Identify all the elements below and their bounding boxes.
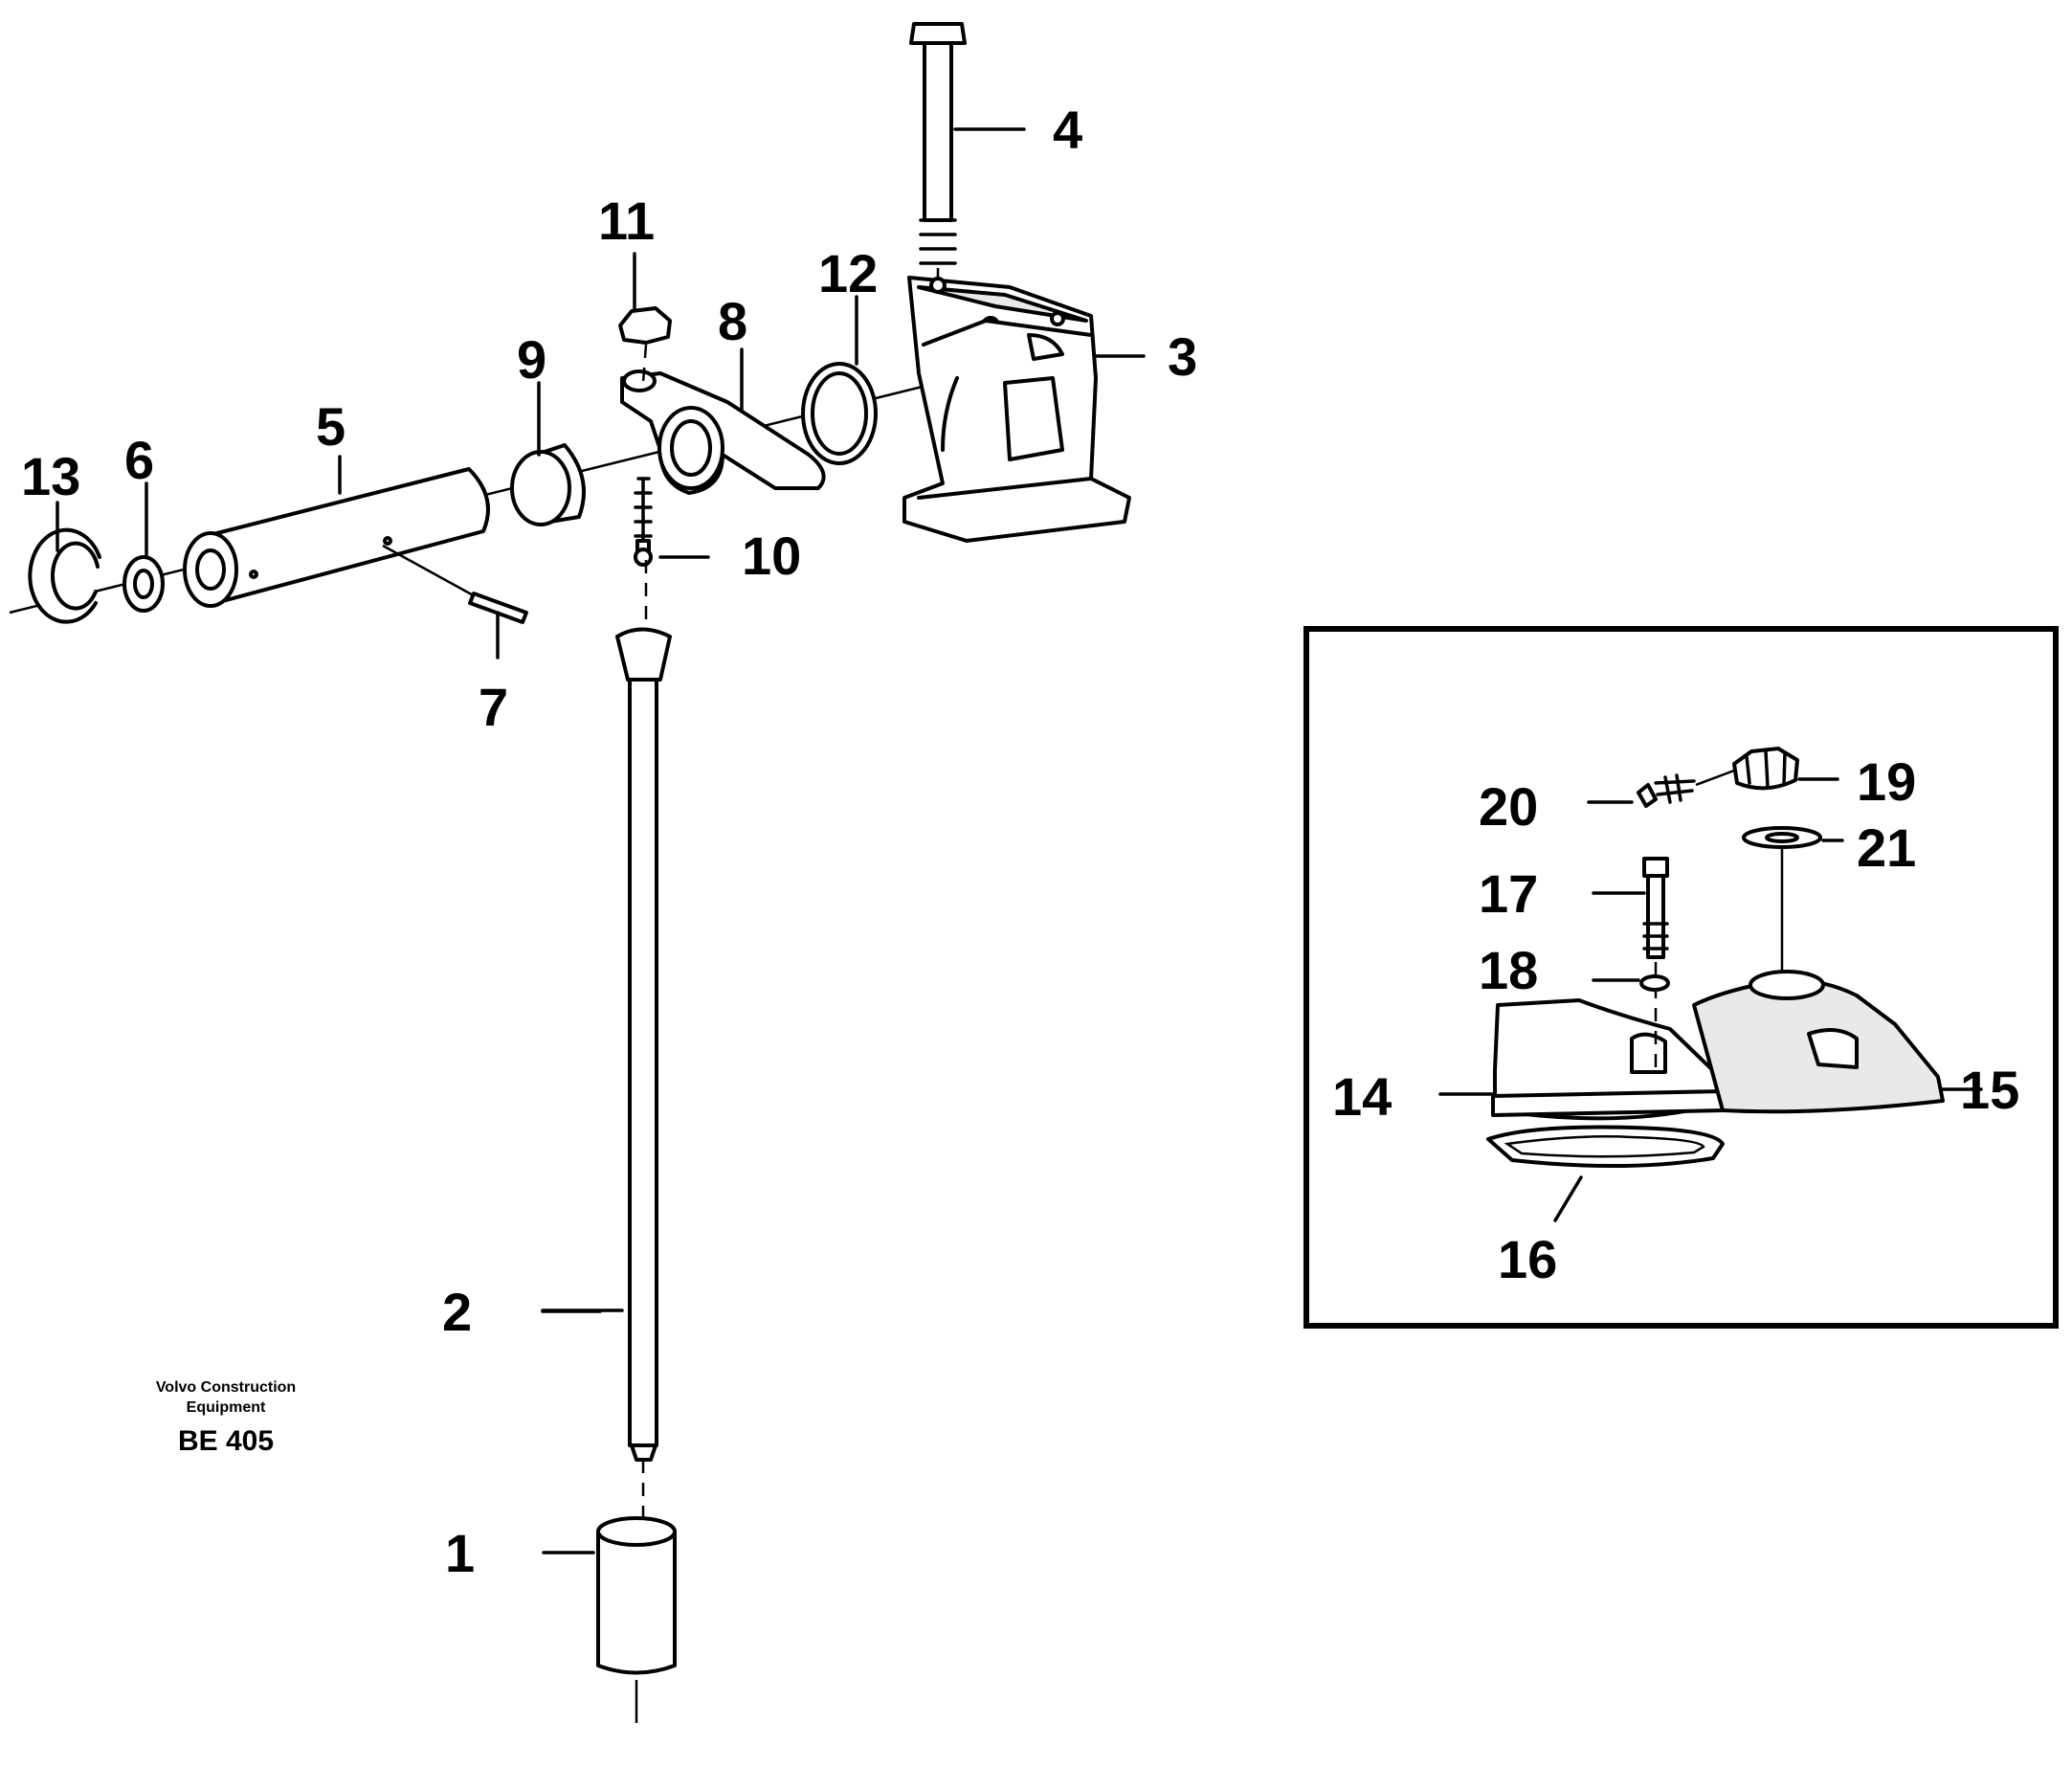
callout-5: 5	[316, 396, 345, 457]
pin-7	[382, 544, 528, 624]
circlip-13	[28, 527, 101, 624]
callout-8: 8	[718, 291, 747, 351]
washer-18	[1639, 974, 1670, 992]
adjusting-screw-10	[634, 344, 653, 567]
nut-11	[618, 306, 672, 345]
rocker-bracket-3	[902, 276, 1131, 543]
callout-19: 19	[1857, 751, 1916, 812]
callout-17: 17	[1479, 863, 1538, 924]
callout-numbers: 1 2 3 4 5 6 7 8 9 10 11 12 13 14 15 16 1…	[21, 100, 2019, 1583]
callout-7: 7	[479, 677, 508, 737]
callout-14: 14	[1332, 1066, 1392, 1127]
cover-14	[1491, 998, 1727, 1121]
credit-company-line2: Equipment	[187, 1399, 266, 1416]
washer-6	[123, 555, 165, 613]
callout-6: 6	[124, 430, 154, 490]
drawing-code: BE 405	[178, 1425, 274, 1457]
tappet-1	[596, 1516, 677, 1723]
callout-4: 4	[1053, 100, 1082, 160]
callout-18: 18	[1479, 940, 1538, 1000]
callout-16: 16	[1498, 1229, 1557, 1289]
bushing-9	[510, 443, 586, 526]
rocker-arm-8	[620, 369, 826, 495]
washer-21	[1742, 826, 1822, 972]
callout-20: 20	[1479, 776, 1538, 837]
callout-9: 9	[517, 329, 546, 390]
oil-cap-19	[1732, 747, 1799, 791]
callout-1: 1	[445, 1523, 475, 1583]
cover-15	[1692, 970, 1945, 1114]
callout-13: 13	[21, 446, 80, 506]
bolt-17	[1642, 857, 1669, 1067]
callout-15: 15	[1960, 1060, 2019, 1120]
callout-10: 10	[742, 526, 801, 586]
seal-ring-12	[801, 362, 878, 465]
callout-11: 11	[598, 190, 655, 251]
gasket-16	[1486, 1125, 1725, 1169]
callout-3: 3	[1168, 326, 1197, 387]
callout-12: 12	[818, 243, 878, 303]
credit-block: Volvo Construction Equipment BE 405	[156, 1379, 296, 1457]
callout-2: 2	[442, 1282, 472, 1342]
rocker-shaft-5	[183, 467, 490, 608]
callout-21: 21	[1857, 817, 1916, 878]
inset-frame	[1303, 626, 2059, 1329]
credit-company: Volvo Construction	[156, 1379, 296, 1396]
screw-20	[1637, 769, 1735, 808]
push-rod-2	[615, 560, 672, 1517]
leader-lines	[56, 127, 1983, 1555]
bolt-4	[909, 22, 967, 287]
